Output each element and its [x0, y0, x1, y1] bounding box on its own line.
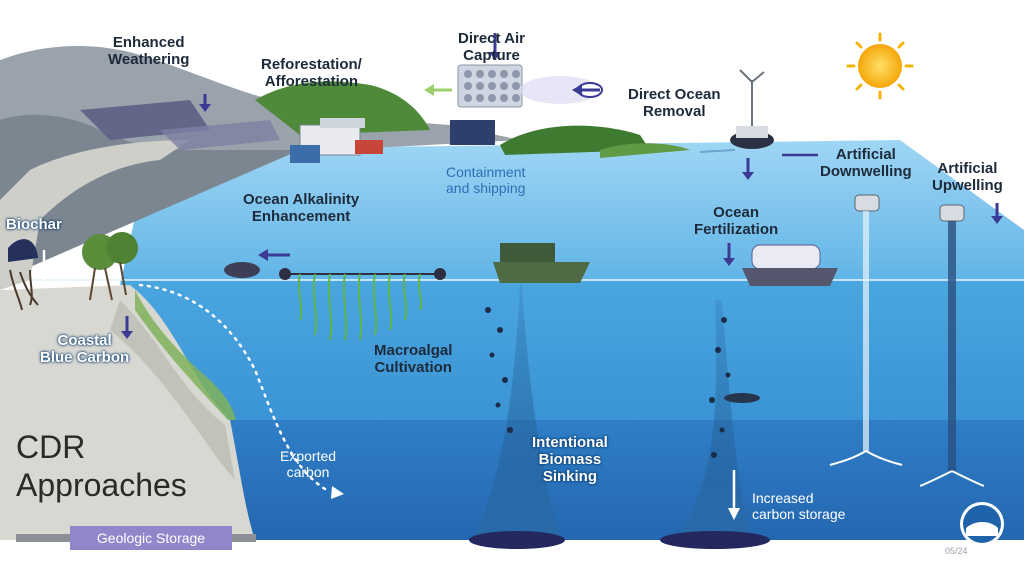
date-code: 05/24	[945, 546, 968, 556]
storage-tanks	[450, 120, 495, 145]
mangroves	[82, 232, 138, 301]
label-artificial-upwelling: Artificial Upwelling	[932, 160, 1003, 194]
ocean-deep-layer	[230, 420, 1024, 540]
label-ocean-fertilization: Ocean Fertilization	[694, 204, 779, 238]
plant-tanks	[290, 145, 320, 163]
process-arrows	[121, 33, 1003, 339]
label-increased-carbon-storage: Increased carbon storage	[752, 490, 846, 522]
exported-carbon-arrowhead	[331, 486, 344, 499]
fertilization-ship	[742, 244, 838, 286]
label-coastal-blue-carbon: Coastal Blue Carbon	[40, 332, 130, 366]
coastal-sediment	[0, 285, 255, 540]
whale-silhouette	[724, 393, 760, 403]
green-arrowhead	[424, 84, 434, 96]
label-macroalgal-cultivation: Macroalgal Cultivation	[374, 342, 453, 376]
label-direct-air-capture: Direct Air Capture	[458, 30, 525, 64]
sediment-shadow	[110, 300, 235, 480]
containers	[355, 140, 383, 154]
direct-ocean-removal-platform	[730, 69, 774, 149]
label-artificial-downwelling: Artificial Downwelling	[820, 146, 912, 180]
title-line-2: Approaches	[16, 467, 187, 503]
geologic-storage-label: Geologic Storage	[70, 526, 232, 550]
farm-float-right	[434, 268, 446, 280]
plant-annex	[320, 118, 365, 128]
alkalinity-buoy	[224, 262, 260, 278]
biomass-ship	[493, 243, 590, 283]
ocean-mid-layer	[120, 280, 1024, 425]
artificial-upwelling-pipe	[919, 204, 985, 487]
title-line-1: CDR	[16, 429, 86, 465]
artificial-downwelling-pipe	[829, 194, 903, 466]
ocean-flow-arrow	[699, 149, 736, 153]
macroalgae-farm	[285, 273, 440, 341]
biomass-seafloor-deposit	[469, 531, 565, 549]
label-biomass-sinking: Intentional Biomass Sinking	[532, 434, 608, 485]
beach-strip	[0, 140, 190, 290]
fertilization-seafloor-deposit	[660, 531, 770, 549]
reforestation-forest	[255, 81, 430, 135]
label-reforestation: Reforestation/ Afforestation	[261, 56, 362, 90]
diagram-title: CDR Approaches	[16, 428, 187, 504]
biomass-sinking-plume	[475, 285, 560, 535]
label-biochar: Biochar	[6, 216, 62, 233]
farm-float-left	[279, 268, 291, 280]
seagrass	[135, 290, 236, 420]
dac-airflow	[520, 76, 600, 104]
biochar-pile	[8, 239, 39, 311]
white-arrows	[39, 250, 740, 520]
label-containment: Containment and shipping	[446, 164, 526, 196]
label-enhanced-weathering: Enhanced Weathering	[108, 34, 190, 68]
dac-panel-holes	[464, 70, 520, 102]
forest-patch-3	[600, 143, 690, 158]
label-direct-ocean-removal: Direct Ocean Removal	[628, 86, 721, 120]
sun-icon	[846, 32, 914, 100]
label-ocean-alkalinity: Ocean Alkalinity Enhancement	[243, 191, 360, 225]
fertilization-plume	[680, 300, 750, 535]
noaa-logo	[960, 502, 1004, 546]
sinking-particles	[485, 307, 731, 458]
label-exported-carbon: Exported carbon	[280, 448, 337, 480]
quarry-field	[160, 120, 280, 150]
